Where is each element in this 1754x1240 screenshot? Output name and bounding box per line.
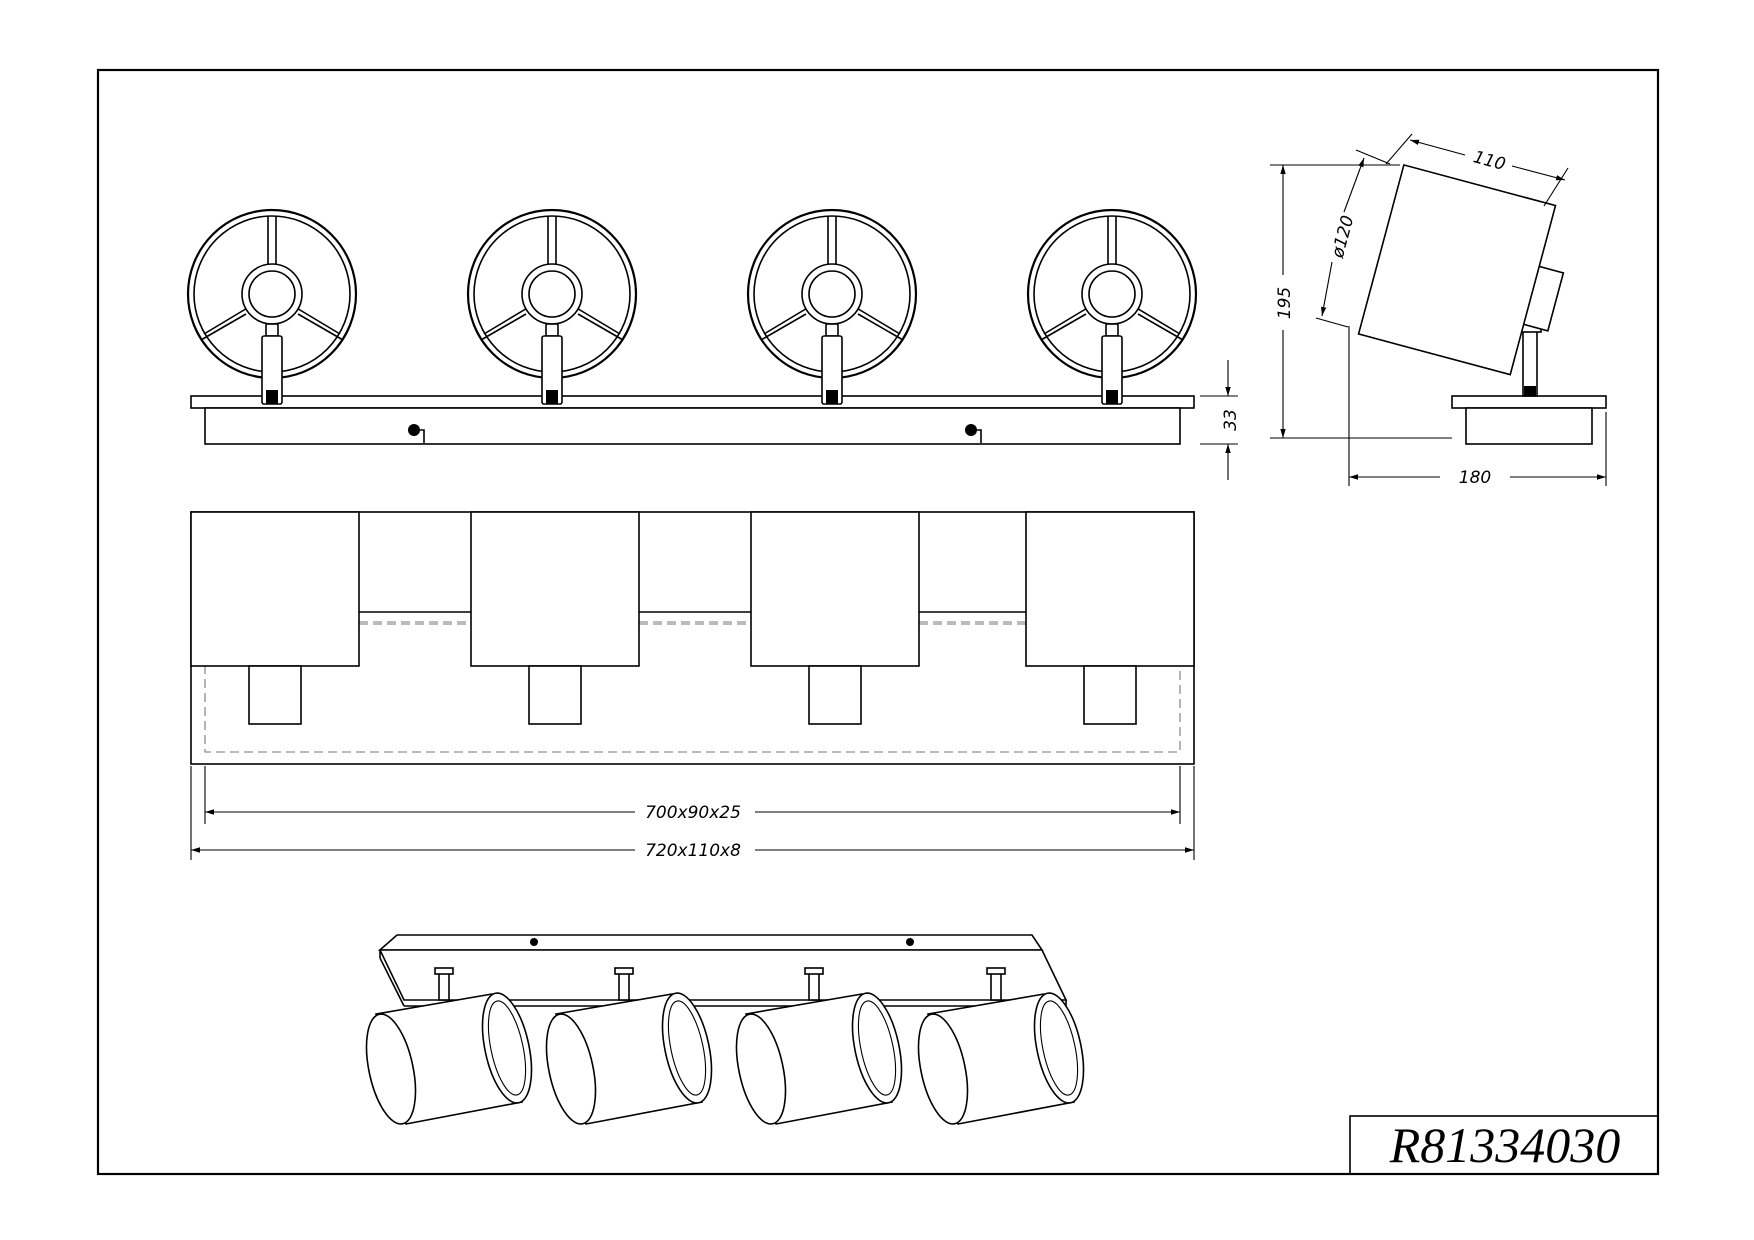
front-canopy bbox=[204, 407, 1181, 445]
front-spot bbox=[746, 208, 918, 406]
dim-inner-base: 700x90x25 bbox=[204, 766, 1181, 824]
top-view: 700x90x25 720x110x8 bbox=[190, 511, 1195, 861]
dim-side-height-label: 195 bbox=[1275, 287, 1295, 319]
side-canopy bbox=[1465, 407, 1593, 445]
dim-outer-plate: 720x110x8 bbox=[190, 766, 1195, 861]
top-spot bbox=[190, 511, 360, 725]
top-inner-base bbox=[204, 623, 1181, 753]
dim-side-height: 195 bbox=[1270, 164, 1452, 439]
model-number: R81334030 bbox=[1389, 1117, 1621, 1173]
front-spot bbox=[186, 208, 358, 406]
iso-plate bbox=[378, 949, 1068, 1001]
top-spot bbox=[750, 511, 920, 725]
side-view: 110 ø120 195 180 bbox=[1270, 133, 1607, 488]
isometric-view bbox=[357, 934, 1093, 1130]
front-spot bbox=[1026, 208, 1198, 406]
dim-shade-diameter-label: ø120 bbox=[1328, 213, 1359, 261]
front-view: 33 bbox=[186, 208, 1241, 480]
mount-screw bbox=[965, 424, 982, 443]
drawing-frame bbox=[96, 68, 1660, 1176]
title-block: R81334030 bbox=[1349, 1115, 1659, 1175]
side-plate bbox=[1451, 395, 1607, 409]
side-spot-shade bbox=[1357, 163, 1557, 376]
front-plate bbox=[190, 395, 1195, 409]
mount-screw bbox=[408, 424, 425, 443]
dim-side-depth-label: 180 bbox=[1459, 468, 1491, 488]
dim-canopy-height: 33 bbox=[1200, 360, 1241, 480]
dim-shade-width-label: 110 bbox=[1471, 147, 1508, 175]
dim-side-depth: 180 bbox=[1348, 326, 1607, 488]
dim-canopy-height-label: 33 bbox=[1221, 409, 1241, 431]
dim-outer-plate-label: 720x110x8 bbox=[645, 841, 741, 861]
iso-plate-top bbox=[377, 934, 1044, 951]
top-spot bbox=[470, 511, 640, 725]
top-spot bbox=[1025, 511, 1195, 725]
dim-inner-base-label: 700x90x25 bbox=[645, 803, 741, 823]
front-spot bbox=[466, 208, 638, 406]
